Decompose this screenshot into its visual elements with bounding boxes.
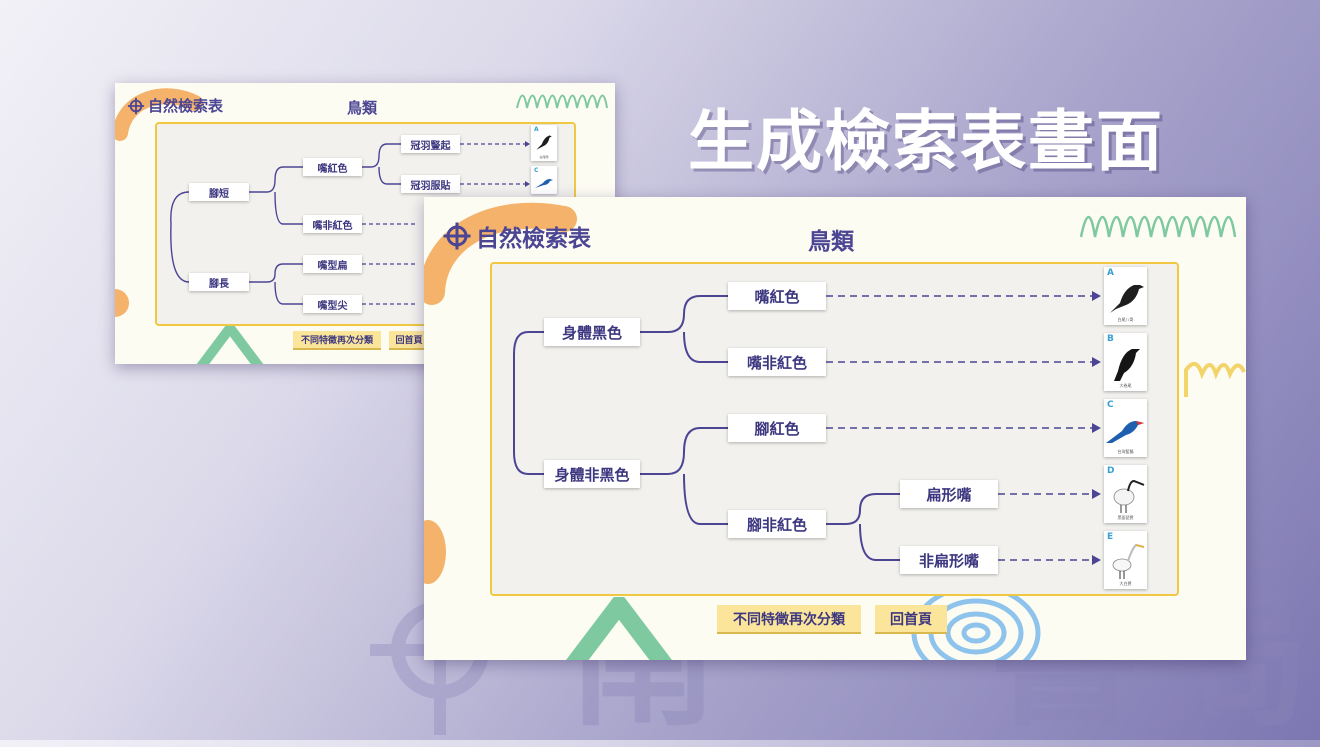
bird-icon	[1113, 479, 1145, 513]
bird-icon	[1110, 285, 1144, 313]
green-scribble-decoration	[1079, 215, 1237, 238]
node-feet-not-red[interactable]: 腳非紅色	[728, 510, 826, 538]
app-name: 自然檢索表	[148, 97, 224, 115]
orange-blob-decoration	[115, 289, 129, 317]
app-logo[interactable]: 自然檢索表	[127, 95, 223, 116]
node-body-black[interactable]: 身體黑色	[544, 318, 640, 346]
node-zui-jian[interactable]: 嘴型尖	[303, 295, 362, 313]
orange-blob-decoration	[424, 520, 446, 584]
logo-compass-icon	[443, 222, 471, 250]
bird-card-a[interactable]: A 白尾八哥	[1104, 267, 1147, 325]
bird-icon	[536, 135, 552, 150]
reclassify-button[interactable]: 不同特徵再次分類	[293, 331, 381, 348]
page-title: 鳥類	[347, 99, 378, 117]
node-body-not-black[interactable]: 身體非黑色	[544, 460, 640, 488]
node-guan-fu[interactable]: 冠羽服貼	[401, 175, 460, 193]
orange-scribble-decoration	[115, 88, 203, 141]
node-zui-bian[interactable]: 嘴型扁	[303, 255, 362, 273]
key-connector-lines	[513, 291, 1101, 565]
front-screenshot: 自然檢索表 鳥類 身體黑色 身體非黑色	[424, 197, 1246, 660]
key-panel: 身體黑色 身體非黑色 嘴紅色 嘴非紅色 腳紅色 腳非紅色 扁形嘴 非扁形嘴 A …	[490, 262, 1179, 596]
page-title: 鳥類	[808, 229, 854, 255]
bird-icon	[535, 179, 553, 188]
bird-card-e[interactable]: E 大白鷺	[1104, 531, 1147, 589]
node-guan-shu[interactable]: 冠羽豎起	[401, 135, 460, 153]
key-connector-lines	[170, 141, 530, 305]
node-jiao-duan[interactable]: 腳短	[189, 183, 249, 201]
node-flat-beak[interactable]: 扁形嘴	[900, 480, 998, 508]
bird-card-a[interactable]: A 白尾鴝	[531, 125, 557, 161]
bird-icon	[1112, 543, 1145, 579]
app-name: 自然檢索表	[476, 226, 591, 252]
green-scribble-decoration	[516, 94, 608, 109]
bird-card-d[interactable]: D 黑面琵鷺	[1104, 465, 1147, 523]
logo-compass-icon	[127, 97, 145, 114]
bird-icon	[1106, 421, 1144, 443]
orange-scribble-decoration	[424, 202, 577, 305]
home-button[interactable]: 回首頁	[875, 605, 947, 632]
bird-card-b[interactable]: B 大卷尾	[1104, 333, 1147, 391]
app-logo[interactable]: 自然檢索表	[442, 219, 591, 253]
node-zui-fei-hong[interactable]: 嘴非紅色	[303, 215, 362, 233]
bird-card-c[interactable]: C	[531, 166, 557, 194]
node-zui-hong[interactable]: 嘴紅色	[303, 158, 362, 176]
green-triangle-decoration	[196, 323, 264, 364]
node-feet-red[interactable]: 腳紅色	[728, 414, 826, 442]
node-jiao-chang[interactable]: 腳長	[189, 273, 249, 291]
node-not-flat-beak[interactable]: 非扁形嘴	[900, 546, 998, 574]
green-triangle-decoration	[566, 597, 672, 660]
bird-icon	[1114, 349, 1140, 381]
yellow-scribble-decoration	[1184, 362, 1246, 397]
bird-card-c[interactable]: C 台灣藍鵲	[1104, 399, 1147, 457]
node-beak-red[interactable]: 嘴紅色	[728, 282, 826, 310]
reclassify-button[interactable]: 不同特徵再次分類	[717, 605, 861, 632]
node-beak-not-red[interactable]: 嘴非紅色	[728, 348, 826, 376]
page-heading: 生成檢索表畫面	[688, 103, 1164, 180]
home-button[interactable]: 回首頁	[389, 331, 429, 348]
